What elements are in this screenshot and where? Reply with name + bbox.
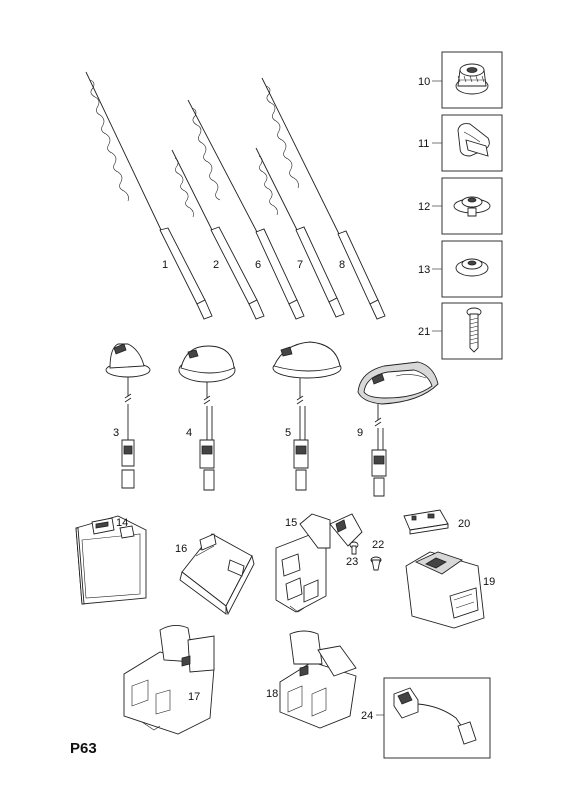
antenna-rod-6 <box>187 99 305 320</box>
control-module-16 <box>179 533 255 616</box>
part-box-13 <box>441 240 503 298</box>
callout-15: 15 <box>285 517 297 529</box>
callout-18: 18 <box>266 688 278 700</box>
antenna-base-4 <box>178 345 236 491</box>
callout-2: 2 <box>213 259 219 271</box>
antenna-rod-8 <box>261 77 386 320</box>
page-code: P63 <box>70 740 97 757</box>
callout-3: 3 <box>113 427 119 439</box>
callout-10: 10 <box>418 76 430 88</box>
screw-23 <box>349 541 359 555</box>
callout-23: 23 <box>346 556 358 568</box>
callout-9: 9 <box>357 427 363 439</box>
cover-20 <box>403 509 449 535</box>
housing-19 <box>405 551 485 629</box>
callout-5: 5 <box>285 427 291 439</box>
bracket-15 <box>275 513 363 613</box>
callout-1: 1 <box>162 259 168 271</box>
antenna-rod-1 <box>85 71 213 320</box>
part-box-10 <box>441 51 503 109</box>
callout-16: 16 <box>175 543 187 555</box>
callout-17: 17 <box>188 691 200 703</box>
bracket-18 <box>279 630 357 729</box>
antenna-base-9 <box>357 361 439 497</box>
control-module-14 <box>75 515 147 605</box>
cable-box-24 <box>383 677 491 759</box>
callout-6: 6 <box>255 259 261 271</box>
callout-7: 7 <box>297 259 303 271</box>
callout-20: 20 <box>458 518 470 530</box>
callout-12: 12 <box>418 201 430 213</box>
callout-4: 4 <box>186 427 192 439</box>
antenna-base-3 <box>105 343 151 489</box>
callout-22: 22 <box>372 539 384 551</box>
callout-11: 11 <box>418 138 429 150</box>
part-box-12 <box>441 177 503 235</box>
clip-22 <box>370 556 382 571</box>
part-box-11 <box>441 114 503 172</box>
antenna-base-5 <box>272 341 342 491</box>
callout-14: 14 <box>116 517 128 529</box>
callout-21: 21 <box>418 326 430 338</box>
antenna-rod-2 <box>171 149 265 320</box>
bracket-17 <box>123 625 215 735</box>
callout-13: 13 <box>418 264 430 276</box>
callout-8: 8 <box>339 259 345 271</box>
callout-24: 24 <box>361 710 373 722</box>
antenna-rod-7 <box>255 147 345 318</box>
callout-19: 19 <box>483 576 495 588</box>
part-box-21 <box>441 302 503 360</box>
